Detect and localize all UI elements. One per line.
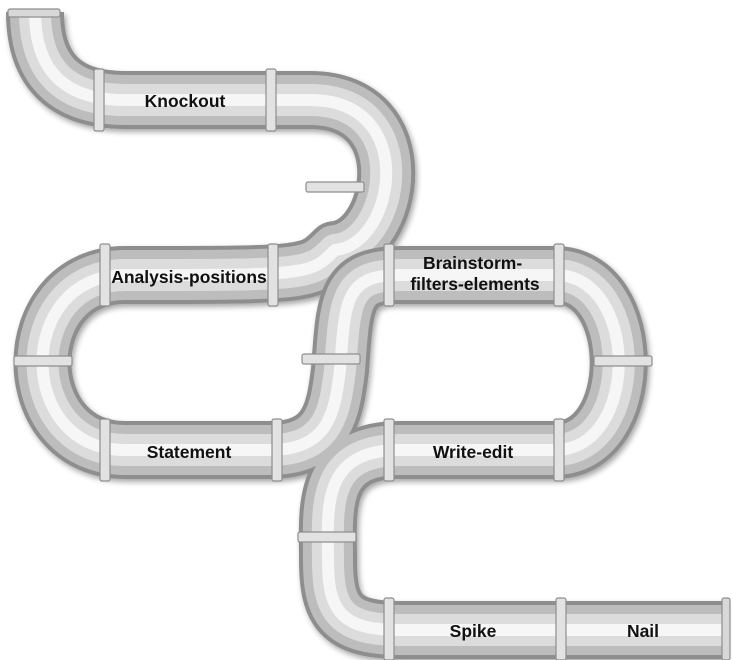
stage-label-spike: Spike bbox=[450, 621, 497, 641]
coupling bbox=[99, 243, 111, 307]
coupling bbox=[267, 243, 279, 307]
coupling bbox=[593, 355, 653, 367]
coupling bbox=[301, 353, 361, 365]
stage-label-brainstorm-filters-elements: Brainstorm- filters-elements bbox=[410, 253, 540, 294]
stage-label-write-edit: Write-edit bbox=[433, 442, 514, 462]
pipe-couplings bbox=[13, 68, 653, 660]
pipe-1 bbox=[6, 10, 416, 304]
coupling bbox=[383, 243, 395, 307]
pipe-network bbox=[6, 10, 725, 659]
coupling bbox=[93, 68, 105, 132]
coupling bbox=[99, 418, 111, 482]
stage-labels: Knockout Analysis-positions Statement Br… bbox=[111, 91, 659, 641]
coupling bbox=[553, 243, 565, 307]
pipe-end-caps bbox=[7, 8, 731, 660]
stage-label-nail: Nail bbox=[627, 621, 659, 641]
coupling bbox=[297, 531, 357, 543]
coupling bbox=[555, 597, 567, 660]
coupling bbox=[265, 68, 277, 132]
stage-label-analysis-positions: Analysis-positions bbox=[111, 267, 267, 287]
coupling bbox=[305, 181, 365, 193]
coupling bbox=[553, 418, 565, 482]
stage-label-statement: Statement bbox=[147, 442, 232, 462]
pipe-end-cap bbox=[721, 597, 731, 660]
coupling bbox=[383, 597, 395, 660]
coupling bbox=[271, 418, 283, 482]
pipe-start-cap bbox=[7, 8, 61, 18]
coupling bbox=[383, 418, 395, 482]
coupling bbox=[13, 355, 73, 367]
stage-label-knockout: Knockout bbox=[145, 91, 226, 111]
